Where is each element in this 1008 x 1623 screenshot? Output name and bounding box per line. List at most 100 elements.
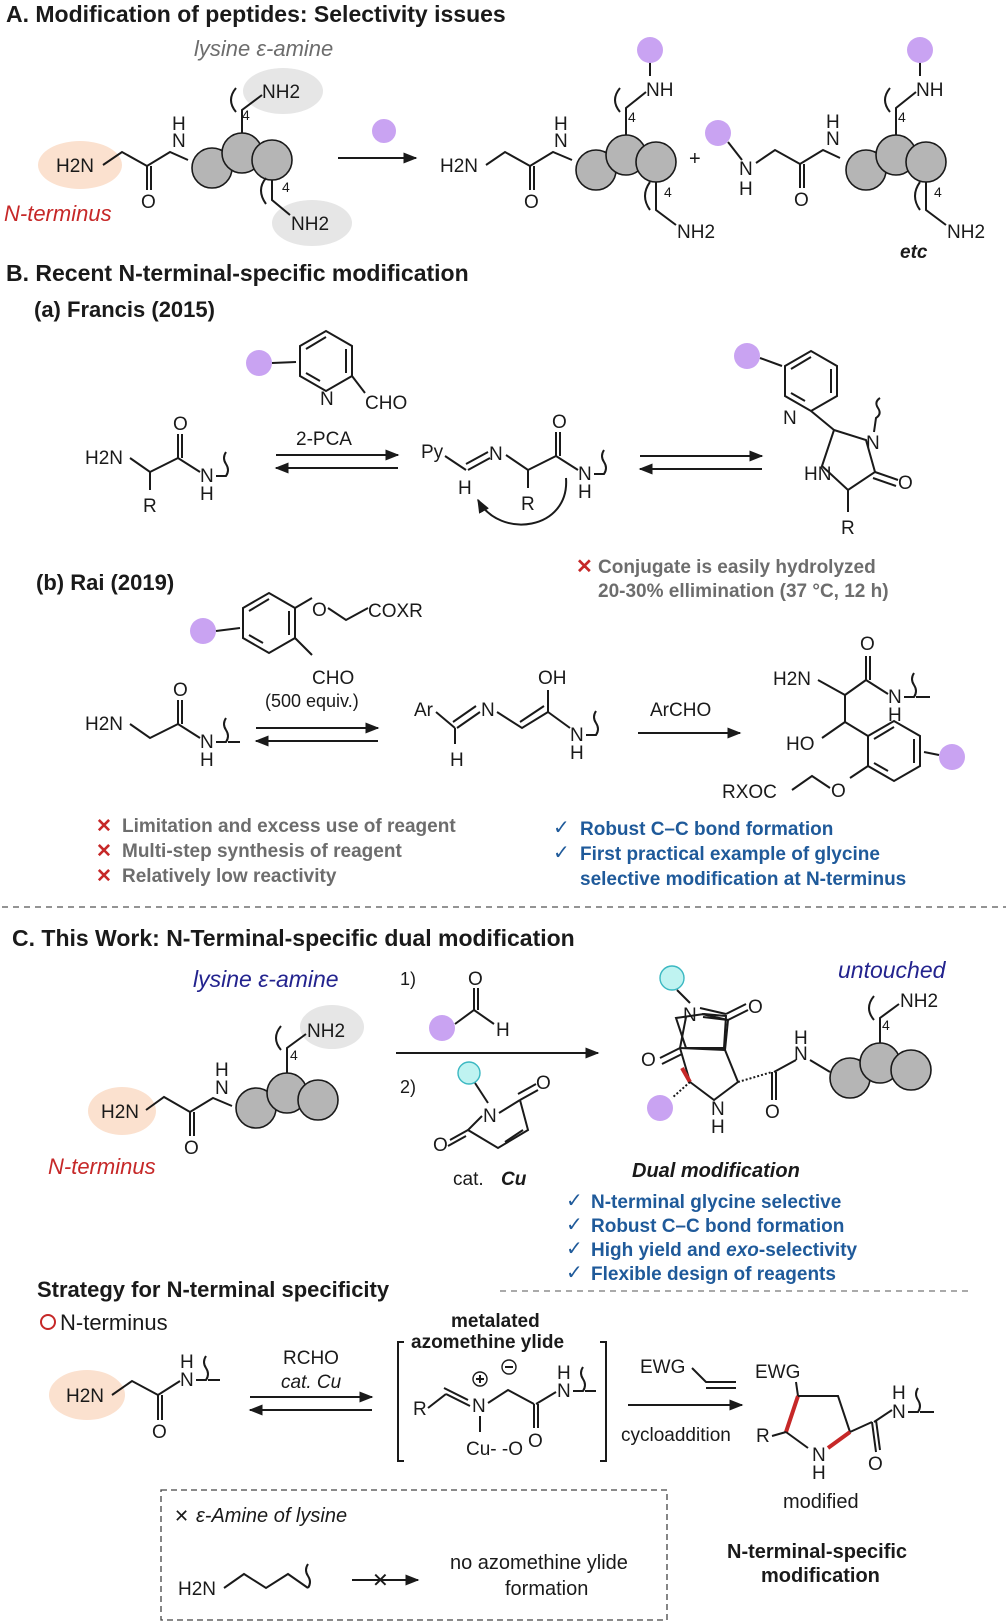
nh2-label: NH2 — [677, 222, 715, 243]
benefit-item: Robust C–C bond formation — [591, 1216, 844, 1237]
cho-label: CHO — [312, 668, 354, 689]
cat-label: cat. — [453, 1169, 484, 1190]
rcho-label: RCHO — [283, 1348, 339, 1369]
o-label: O — [152, 1422, 167, 1443]
o-label: O — [173, 680, 188, 701]
ar-label: Ar — [414, 700, 434, 721]
n-label: N — [489, 444, 503, 465]
o-label: O — [536, 1073, 551, 1094]
r-label: R — [756, 1426, 770, 1447]
check-icon: ✓ — [566, 1238, 583, 1260]
pro-item: selective modification at N-terminus — [580, 869, 906, 890]
vinyl-bond — [691, 1367, 736, 1389]
n-label: N — [215, 1078, 229, 1099]
h-label: H — [826, 112, 840, 133]
n-label: N — [481, 700, 495, 721]
ylide-label-1: metalated — [451, 1311, 540, 1332]
minus-charge-icon — [501, 1359, 517, 1375]
section-b-heading: B. Recent N-terminal-specific modificati… — [6, 260, 469, 286]
cross-icon: ✕ — [96, 816, 112, 837]
lysine-label-c: lysine ε-amine — [193, 966, 339, 992]
h-label: H — [180, 1352, 194, 1373]
ylide-structure: R N O N H Cu- -O — [413, 1359, 596, 1460]
h2n-label: H2N — [101, 1102, 139, 1123]
h-label: H — [739, 179, 753, 200]
dual-modification-label: Dual modification — [632, 1160, 800, 1182]
h-label: H — [458, 478, 472, 499]
n-label: N — [200, 732, 214, 753]
h-label: H — [578, 482, 592, 503]
o-label: O — [468, 969, 483, 990]
h2n-label: H2N — [56, 156, 94, 177]
n-label: N — [180, 1370, 194, 1391]
h2n-label: H2N — [85, 714, 123, 735]
h-label: H — [496, 1020, 510, 1041]
con-item: Relatively low reactivity — [122, 866, 337, 887]
product-a1: H2N O N H 4 NH 4 NH2 — [440, 37, 715, 243]
o-label: O — [765, 1102, 780, 1123]
check-icon: ✓ — [566, 1190, 583, 1212]
n-label: N — [472, 1396, 486, 1417]
lysine-note-box — [160, 1489, 668, 1621]
francis-imine: Py H N O R N H — [421, 412, 607, 526]
benefit-item: N-terminal glycine selective — [591, 1192, 841, 1213]
pro-item: First practical example of glycine — [580, 844, 880, 865]
reagent-label: 2-PCA — [296, 429, 352, 450]
o-label: O — [641, 1050, 656, 1071]
h-label: H — [172, 114, 186, 135]
francis-note-1: Conjugate is easily hydrolyzed — [598, 557, 876, 578]
probe-dot — [907, 37, 933, 63]
n-label: N — [483, 1106, 497, 1127]
residue-bead — [635, 141, 677, 183]
check-icon: ✓ — [566, 1262, 583, 1284]
residue-bead — [905, 141, 947, 183]
o-label: O — [173, 414, 188, 435]
subscript-4: 4 — [882, 1017, 890, 1033]
strategy-nterminus-label: N-terminus — [60, 1310, 168, 1335]
h-label: H — [450, 750, 464, 771]
o-label: O — [552, 412, 567, 433]
subscript-4: 4 — [628, 109, 636, 125]
benefit-item: Flexible design of reagents — [591, 1264, 836, 1285]
cu-o-label: Cu- -O — [466, 1439, 523, 1460]
ewg-label: EWG — [755, 1362, 800, 1383]
o-label: O — [524, 192, 539, 213]
aldehyde-reagent: O H — [429, 969, 510, 1041]
plus-sign: + — [689, 148, 701, 170]
nterminus-highlight — [49, 1370, 125, 1420]
amine-highlight — [272, 200, 352, 246]
section-c-heading: C. This Work: N-Terminal-specific dual m… — [12, 925, 575, 951]
archo-label: ArCHO — [650, 700, 711, 721]
probe-dot — [734, 343, 760, 369]
x-mark-icon: ✕ — [174, 1506, 189, 1526]
nterminus-label-c: N-terminus — [48, 1154, 156, 1179]
ewg-reagent-label: EWG — [640, 1357, 685, 1378]
nterminus-highlight — [38, 141, 122, 189]
francis-title: (a) Francis (2015) — [34, 297, 215, 322]
plus-charge-icon — [472, 1371, 488, 1387]
rai-pros-list: ✓ Robust C–C bond formation ✓ First prac… — [553, 817, 906, 890]
modified-label: modified — [783, 1491, 859, 1513]
rai-reagent: O COXR CHO (500 equiv.) — [190, 591, 423, 711]
n-label: N — [826, 129, 840, 150]
n-label: N — [554, 131, 568, 152]
catcu-label: cat. Cu — [281, 1372, 342, 1393]
o-label: O — [898, 473, 913, 494]
probe-dot — [705, 120, 731, 146]
h2n-label: H2N — [178, 1579, 216, 1600]
cross-icon: ✕ — [96, 841, 112, 862]
probe-dot — [246, 350, 272, 376]
subscript-4: 4 — [664, 184, 672, 200]
cu-label: Cu — [501, 1169, 527, 1190]
step-2: 2) — [400, 1077, 416, 1097]
lysine-note-label: ε-Amine of lysine — [196, 1505, 347, 1527]
francis-note-2: 20-30% ellimination (37 °C, 12 h) — [598, 581, 889, 602]
o-label: O — [528, 1431, 543, 1452]
check-icon: ✓ — [566, 1214, 583, 1236]
h2n-label: H2N — [66, 1386, 104, 1407]
rai-product: H2N O N H HO O RXOC — [722, 634, 965, 803]
nh2-label: NH2 — [900, 991, 938, 1012]
o-label: O — [860, 634, 875, 655]
n-label: N — [200, 466, 214, 487]
h-label: H — [200, 750, 214, 771]
